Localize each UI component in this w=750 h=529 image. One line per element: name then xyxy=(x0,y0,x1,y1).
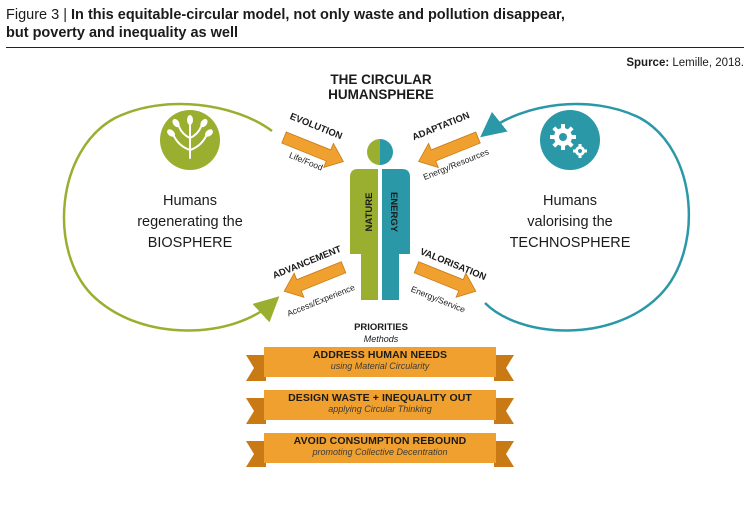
priorities-subtitle: Methods xyxy=(364,334,399,344)
source-label: Spurce: xyxy=(626,57,670,69)
ribbon-2 xyxy=(246,390,514,424)
biosphere-loop xyxy=(62,102,280,332)
ribbon-1-text: ADDRESS HUMAN NEEDS using Material Circu… xyxy=(265,349,495,371)
adaptation-arrow xyxy=(418,131,481,169)
ribbon-3-text: AVOID CONSUMPTION REBOUND promoting Coll… xyxy=(265,435,495,457)
ribbon-3-sub: promoting Collective Decentration xyxy=(312,447,448,457)
technosphere-line1: Humans xyxy=(543,193,597,209)
ribbon-1-sub: using Material Circularity xyxy=(330,361,430,371)
advancement-arrow xyxy=(283,261,347,298)
ribbon-2-text: DESIGN WASTE + INEQUALITY OUT applying C… xyxy=(265,392,495,414)
biosphere-line2: regenerating the xyxy=(137,214,243,230)
ribbon-1-main: ADDRESS HUMAN NEEDS xyxy=(312,349,448,361)
figure-title-line1: In this equitable-circular model, not on… xyxy=(71,7,565,23)
ribbon-2-main: DESIGN WASTE + INEQUALITY OUT xyxy=(288,392,472,404)
source-note: Spurce: Lemille, 2018. xyxy=(626,57,744,69)
ribbon-1 xyxy=(246,347,514,381)
ribbon-2-sub: applying Circular Thinking xyxy=(328,404,432,414)
ribbon-3 xyxy=(246,433,514,467)
human-figure xyxy=(350,139,410,300)
technosphere-line3: TECHNOSPHERE xyxy=(510,235,631,251)
figure-title: Figure 3 | In this equitable-circular mo… xyxy=(6,6,744,48)
figure-label: Figure 3 | xyxy=(6,7,67,23)
valorisation-arrow xyxy=(413,261,477,298)
evolution-arrow xyxy=(281,131,344,169)
diagram-heading-line2: HUMANSPHERE xyxy=(328,87,434,102)
nature-label: NATURE xyxy=(364,193,375,232)
source-text: Lemille, 2018. xyxy=(672,57,744,69)
tree-icon-leaves xyxy=(167,115,213,137)
diagram-heading-line1: THE CIRCULAR xyxy=(330,72,431,87)
energy-label: ENERGY xyxy=(388,192,399,233)
biosphere-line3: BIOSPHERE xyxy=(148,235,233,251)
figure-title-line2: but poverty and inequality as well xyxy=(6,25,239,41)
ribbon-3-main: AVOID CONSUMPTION REBOUND xyxy=(293,435,467,447)
technosphere-line2: valorising the xyxy=(527,214,612,230)
technosphere-loop xyxy=(480,102,691,332)
priorities-title: PRIORITIES xyxy=(354,322,408,333)
biosphere-line1: Humans xyxy=(163,193,217,209)
